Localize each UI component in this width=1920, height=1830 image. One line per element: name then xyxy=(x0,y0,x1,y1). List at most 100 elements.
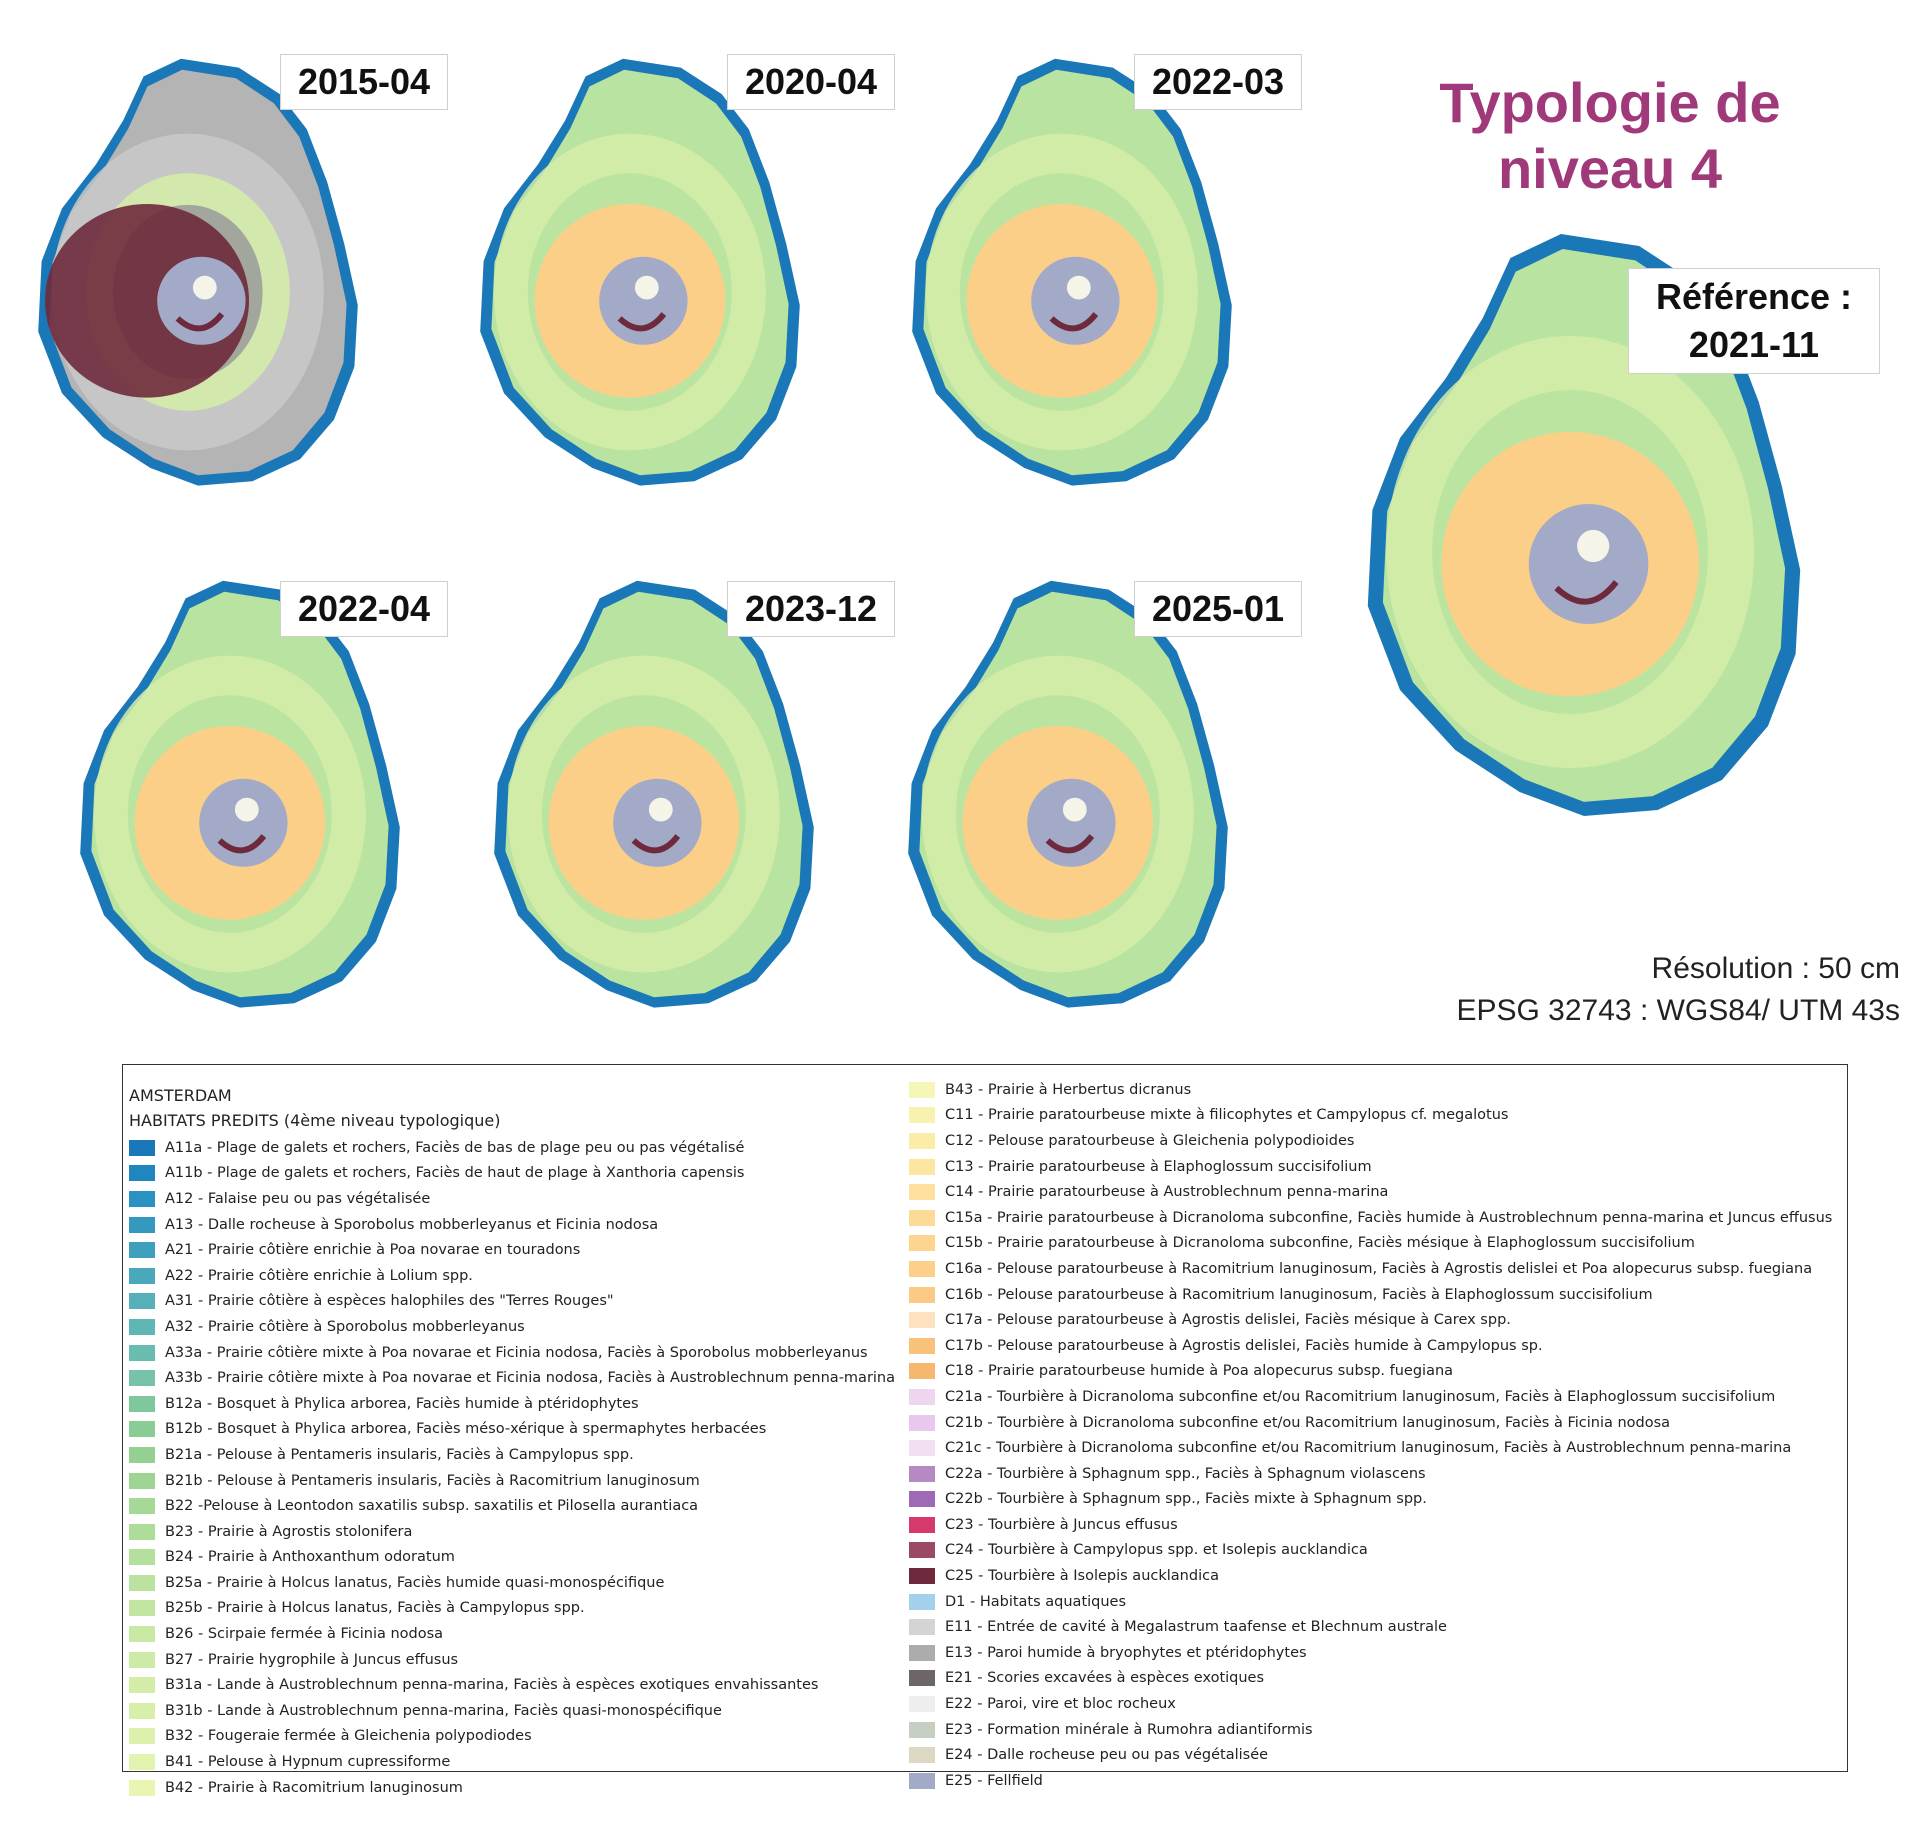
legend-label: B25b - Prairie à Holcus lanatus, Faciès … xyxy=(165,1600,585,1617)
legend-label: A13 - Dalle rocheuse à Sporobolus mobber… xyxy=(165,1216,659,1233)
crater-peat xyxy=(1554,580,1619,605)
legend-swatch xyxy=(129,1498,155,1515)
crater-peat xyxy=(1049,312,1099,332)
crater-center xyxy=(1577,529,1610,563)
legend-swatch xyxy=(909,1209,935,1226)
legend-label: B42 - Prairie à Racomitrium lanuginosum xyxy=(165,1779,463,1796)
legend-swatch xyxy=(129,1190,155,1207)
legend-swatch xyxy=(909,1747,935,1764)
legend-label: E11 - Entrée de cavité à Megalastrum taa… xyxy=(945,1619,1447,1636)
island-map-svg xyxy=(494,580,814,1008)
legend-label: C21b - Tourbière à Dicranoloma subconfin… xyxy=(945,1414,1671,1431)
legend-item: C16a - Pelouse paratourbeuse à Racomitri… xyxy=(909,1256,1832,1282)
legend-item: C12 - Pelouse paratourbeuse à Gleichenia… xyxy=(909,1128,1832,1154)
fellfield-crater xyxy=(157,256,246,345)
legend-item: C13 - Prairie paratourbeuse à Elaphoglos… xyxy=(909,1154,1832,1180)
legend-item: E23 - Formation minérale à Rumohra adian… xyxy=(909,1717,1832,1743)
legend-item: D1 - Habitats aquatiques xyxy=(909,1589,1832,1615)
legend-label: B22 -Pelouse à Leontodon saxatilis subsp… xyxy=(165,1498,699,1515)
legend-label: C18 - Prairie paratourbeuse humide à Poa… xyxy=(945,1363,1454,1380)
legend-label: A31 - Prairie côtière à espèces halophil… xyxy=(165,1293,614,1310)
legend-label: C22b - Tourbière à Sphagnum spp., Faciès… xyxy=(945,1491,1427,1508)
legend-label: A11b - Plage de galets et rochers, Faciè… xyxy=(165,1165,745,1182)
fellfield-crater xyxy=(613,778,702,867)
island-map-svg xyxy=(908,580,1228,1008)
legend-swatch xyxy=(909,1644,935,1661)
legend-item: B25b - Prairie à Holcus lanatus, Faciès … xyxy=(129,1596,895,1622)
fellfield-crater xyxy=(199,778,288,867)
reference-label-line1: Référence : xyxy=(1655,276,1853,317)
legend-item: E11 - Entrée de cavité à Megalastrum taa… xyxy=(909,1614,1832,1640)
island-map-svg xyxy=(80,580,400,1008)
legend-swatch xyxy=(129,1318,155,1335)
fellfield-crater xyxy=(1027,778,1116,867)
legend-label: A32 - Prairie côtière à Sporobolus mobbe… xyxy=(165,1318,525,1335)
legend-swatch xyxy=(129,1267,155,1284)
date-label-2025-01: 2025-01 xyxy=(1134,581,1302,637)
crater-center xyxy=(634,275,659,300)
legend-item: A31 - Prairie côtière à espèces halophil… xyxy=(129,1289,895,1315)
legend-heading: HABITATS PREDITS (4ème niveau typologiqu… xyxy=(129,1111,501,1130)
legend-swatch xyxy=(129,1549,155,1566)
legend-label: C25 - Tourbière à Isolepis aucklandica xyxy=(945,1568,1219,1585)
crater-center xyxy=(192,275,217,300)
island-map-svg xyxy=(480,58,800,486)
legend-item: B12b - Bosquet à Phylica arborea, Faciès… xyxy=(129,1417,895,1443)
fellfield-crater xyxy=(1031,256,1120,345)
legend-swatch xyxy=(909,1516,935,1533)
resolution-text: Résolution : 50 cm xyxy=(1651,952,1900,985)
legend-header: AMSTERDAM HABITATS PREDITS (4ème niveau … xyxy=(129,1083,500,1133)
legend-swatch xyxy=(909,1286,935,1303)
date-label-2022-04: 2022-04 xyxy=(280,581,448,637)
legend-swatch xyxy=(129,1472,155,1489)
crater-peat xyxy=(617,312,667,332)
date-label-2015-04: 2015-04 xyxy=(280,54,448,110)
legend-swatch xyxy=(909,1184,935,1201)
legend-swatch xyxy=(909,1593,935,1610)
legend-swatch xyxy=(909,1414,935,1431)
legend-item: B21a - Pelouse à Pentameris insularis, F… xyxy=(129,1442,895,1468)
legend-item: B24 - Prairie à Anthoxanthum odoratum xyxy=(129,1545,895,1571)
legend-swatch xyxy=(909,1363,935,1380)
legend-label: C14 - Prairie paratourbeuse à Austroblec… xyxy=(945,1184,1389,1201)
fellfield-crater xyxy=(1528,504,1649,624)
legend-item: A12 - Falaise peu ou pas végétalisée xyxy=(129,1186,895,1212)
legend-item: E24 - Dalle rocheuse peu ou pas végétali… xyxy=(909,1742,1832,1768)
legend-item: C18 - Prairie paratourbeuse humide à Poa… xyxy=(909,1359,1832,1385)
crater-peat xyxy=(175,312,225,332)
legend-item: A13 - Dalle rocheuse à Sporobolus mobber… xyxy=(129,1212,895,1238)
legend-item: A32 - Prairie côtière à Sporobolus mobbe… xyxy=(129,1314,895,1340)
legend-item: B41 - Pelouse à Hypnum cupressiforme xyxy=(129,1749,895,1775)
crater-center xyxy=(1066,275,1091,300)
legend-swatch xyxy=(129,1370,155,1387)
legend-swatch xyxy=(129,1779,155,1796)
legend-label: E21 - Scories excavées à espèces exotiqu… xyxy=(945,1670,1265,1687)
legend-swatch xyxy=(909,1337,935,1354)
legend-label: B25a - Prairie à Holcus lanatus, Faciès … xyxy=(165,1574,665,1591)
legend-swatch xyxy=(129,1139,155,1156)
legend-item: C23 - Tourbière à Juncus effusus xyxy=(909,1512,1832,1538)
legend-swatch xyxy=(129,1702,155,1719)
legend-item: B42 - Prairie à Racomitrium lanuginosum xyxy=(129,1775,895,1801)
legend-item: B12a - Bosquet à Phylica arborea, Faciès… xyxy=(129,1391,895,1417)
legend-swatch xyxy=(129,1242,155,1259)
projection-text: EPSG 32743 : WGS84/ UTM 43s xyxy=(1456,994,1900,1027)
legend-item: C24 - Tourbière à Campylopus spp. et Iso… xyxy=(909,1538,1832,1564)
legend-label: B24 - Prairie à Anthoxanthum odoratum xyxy=(165,1549,455,1566)
legend-swatch xyxy=(909,1260,935,1277)
legend-swatch xyxy=(129,1626,155,1643)
legend-label: A33b - Prairie côtière mixte à Poa novar… xyxy=(165,1370,896,1387)
legend-item: A33a - Prairie côtière mixte à Poa novar… xyxy=(129,1340,895,1366)
legend-label: A22 - Prairie côtière enrichie à Lolium … xyxy=(165,1267,473,1284)
legend-label: C15b - Prairie paratourbeuse à Dicranolo… xyxy=(945,1235,1695,1252)
legend-item: E21 - Scories excavées à espèces exotiqu… xyxy=(909,1666,1832,1692)
legend-label: C21a - Tourbière à Dicranoloma subconfin… xyxy=(945,1388,1776,1405)
legend-item: C21c - Tourbière à Dicranoloma subconfin… xyxy=(909,1435,1832,1461)
map-reference-2021-11 xyxy=(1354,222,1814,822)
crater-peat xyxy=(217,834,267,854)
legend-swatch xyxy=(129,1216,155,1233)
date-label-2020-04: 2020-04 xyxy=(727,54,895,110)
legend-swatch xyxy=(129,1728,155,1745)
legend-swatch xyxy=(129,1165,155,1182)
legend-swatch xyxy=(129,1446,155,1463)
